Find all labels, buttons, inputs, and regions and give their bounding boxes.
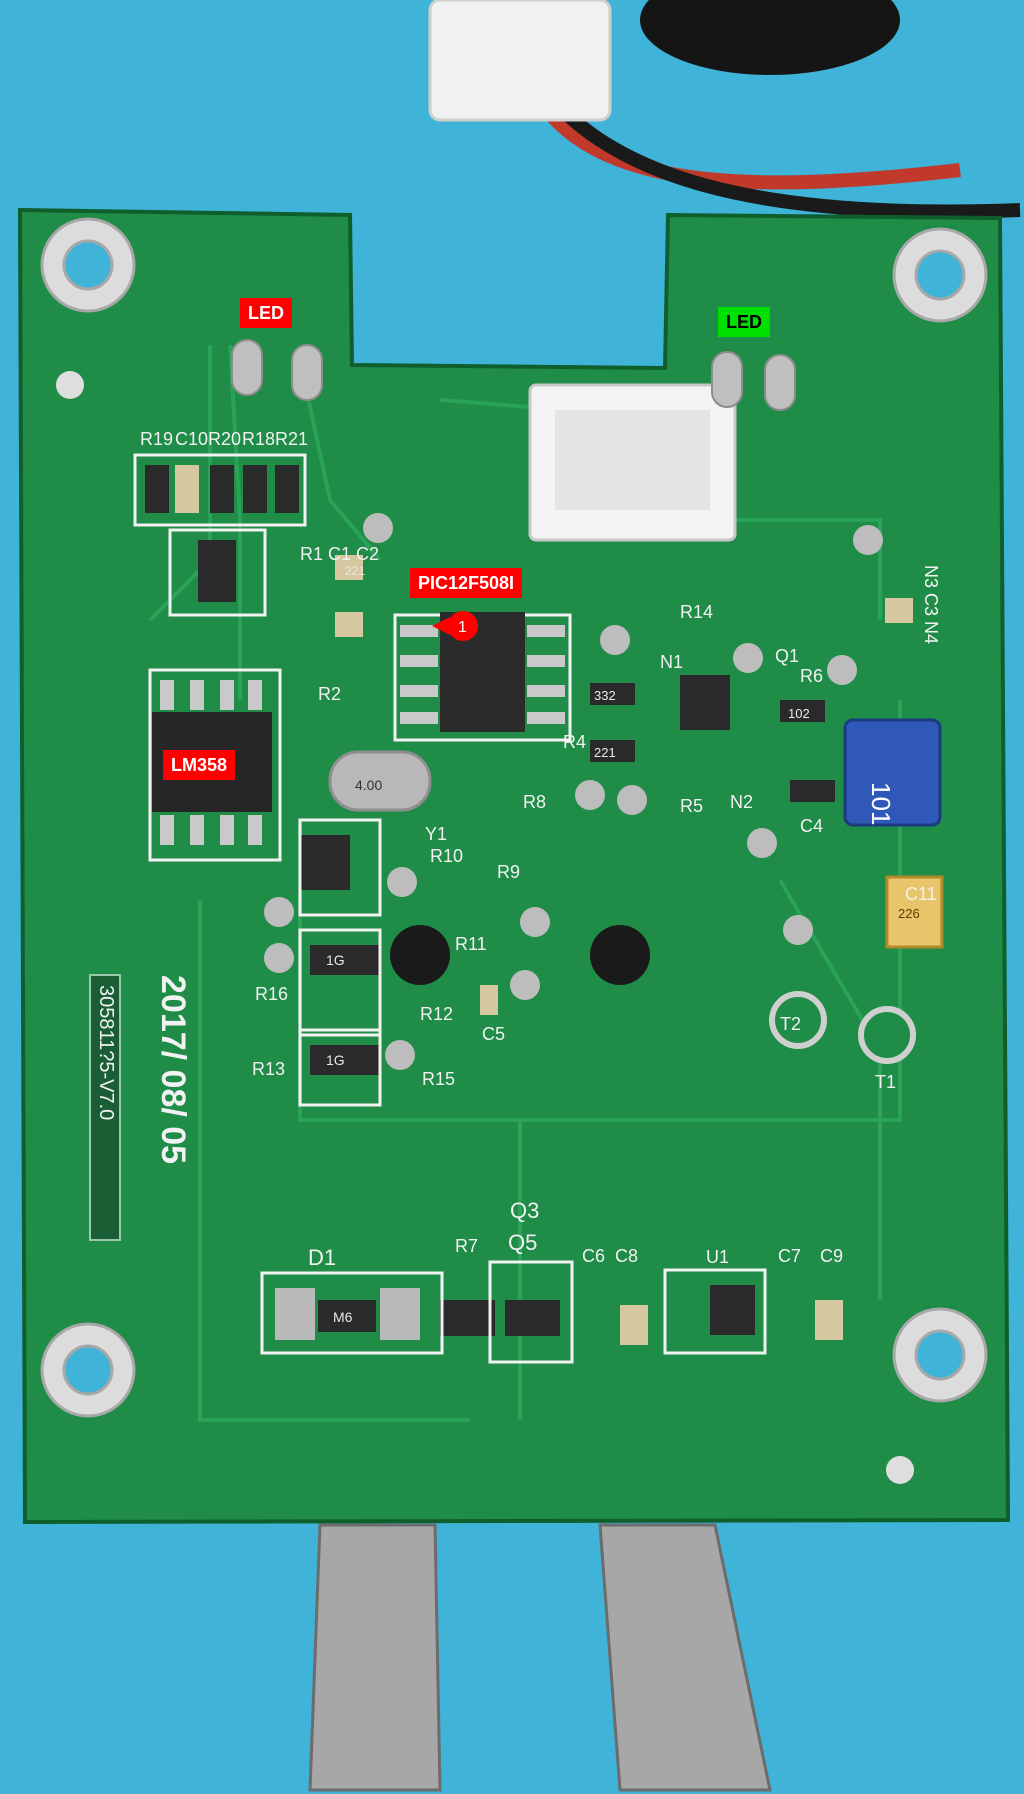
silk-c4: C4 bbox=[800, 816, 823, 836]
wires bbox=[428, 0, 1021, 219]
silk-t1: T1 bbox=[875, 1072, 896, 1092]
silk-y1: Y1 bbox=[425, 824, 447, 844]
resistor-row-top bbox=[133, 453, 307, 527]
silk-n2: N2 bbox=[730, 792, 753, 812]
test-pads bbox=[264, 513, 883, 1070]
marking-r102: 102 bbox=[788, 706, 810, 721]
silk-c9: C9 bbox=[820, 1246, 843, 1266]
silk-r1c1c2: R1 C1 C2 bbox=[300, 544, 379, 564]
silk-r19: R19 bbox=[140, 429, 173, 449]
marking-crystal: 4.00 bbox=[355, 777, 382, 793]
marking-tant: 226 bbox=[898, 906, 920, 921]
silk-q3: Q3 bbox=[510, 1198, 539, 1223]
pin-one-marker: 1 bbox=[432, 611, 478, 641]
board-id-box bbox=[89, 974, 121, 1241]
metal-legs bbox=[308, 1523, 772, 1792]
silk-d1: D1 bbox=[308, 1245, 336, 1270]
marking-diode: M6 bbox=[333, 1309, 353, 1325]
silk-q5: Q5 bbox=[508, 1230, 537, 1255]
pin-one-label: 1 bbox=[458, 619, 467, 636]
tantalum-cap bbox=[885, 875, 944, 949]
silk-r9: R9 bbox=[497, 862, 520, 882]
marking-r221a: 221 bbox=[594, 745, 616, 760]
silk-r15: R15 bbox=[422, 1069, 455, 1089]
silk-r18: R18 bbox=[242, 429, 275, 449]
silk-n3c3n4: N3 C3 N4 bbox=[921, 565, 941, 644]
silk-r11: R11 bbox=[455, 934, 487, 954]
led-left-label: LED bbox=[240, 298, 292, 328]
board-date: 2017/ 08/ 05 bbox=[154, 975, 192, 1164]
marking-inductor: 101 bbox=[866, 782, 896, 825]
silk-r2: R2 bbox=[318, 684, 341, 704]
silk-c10: C10 bbox=[175, 429, 208, 449]
pic-label: PIC12F508I bbox=[410, 568, 523, 598]
lm358-label: LM358 bbox=[163, 750, 236, 780]
small-parts bbox=[300, 555, 913, 1345]
silk-r7: R7 bbox=[455, 1236, 478, 1256]
q6-transistor bbox=[168, 528, 267, 617]
jst-connector bbox=[528, 383, 737, 542]
silk-c5: C5 bbox=[482, 1024, 505, 1044]
silk-r13: R13 bbox=[252, 1059, 285, 1079]
marking-r332: 332 bbox=[594, 688, 616, 703]
led-pads bbox=[231, 339, 796, 411]
diode-d1 bbox=[260, 1271, 444, 1355]
silkscreen-text: D1 Q5 Q3 U1 C6 C8 C7 C9 R7 T1 T2 C5 R11 … bbox=[95, 429, 941, 1270]
pcb-board bbox=[17, 207, 1011, 1525]
silk-r5: R5 bbox=[680, 796, 703, 816]
through-holes bbox=[56, 371, 916, 1484]
marking-t1g2: 1G bbox=[326, 1052, 345, 1068]
silk-r10: R10 bbox=[430, 846, 463, 866]
silk-c7: C7 bbox=[778, 1246, 801, 1266]
silk-r4: R4 bbox=[563, 732, 586, 752]
component-markings: 101 4.00 226 332 221 221 102 M6 1G 1G bbox=[326, 564, 920, 1325]
silk-c6: C6 bbox=[582, 1246, 605, 1266]
silk-r14: R14 bbox=[680, 602, 713, 622]
mounting-holes bbox=[40, 217, 988, 1418]
crystal-y1 bbox=[328, 750, 432, 812]
silk-c8: C8 bbox=[615, 1246, 638, 1266]
silk-c11: C11 bbox=[905, 884, 937, 904]
silk-r6: R6 bbox=[800, 666, 823, 686]
silk-r21: R21 bbox=[275, 429, 308, 449]
silk-t2: T2 bbox=[780, 1014, 801, 1034]
silk-r20: R20 bbox=[208, 429, 241, 449]
led-right-label: LED bbox=[718, 307, 770, 337]
marking-t1g: 1G bbox=[326, 952, 345, 968]
silk-n1: N1 bbox=[660, 652, 683, 672]
silk-outlines bbox=[298, 818, 767, 1364]
inductor bbox=[843, 718, 942, 827]
marking-r221b: 221 bbox=[345, 564, 365, 578]
silk-r12: R12 bbox=[420, 1004, 453, 1024]
board-id: 305811?5-V7.0 bbox=[95, 985, 117, 1120]
silk-r8: R8 bbox=[523, 792, 546, 812]
silk-q1: Q1 bbox=[775, 646, 799, 666]
silk-u1: U1 bbox=[706, 1247, 729, 1267]
silk-r16: R16 bbox=[255, 984, 288, 1004]
